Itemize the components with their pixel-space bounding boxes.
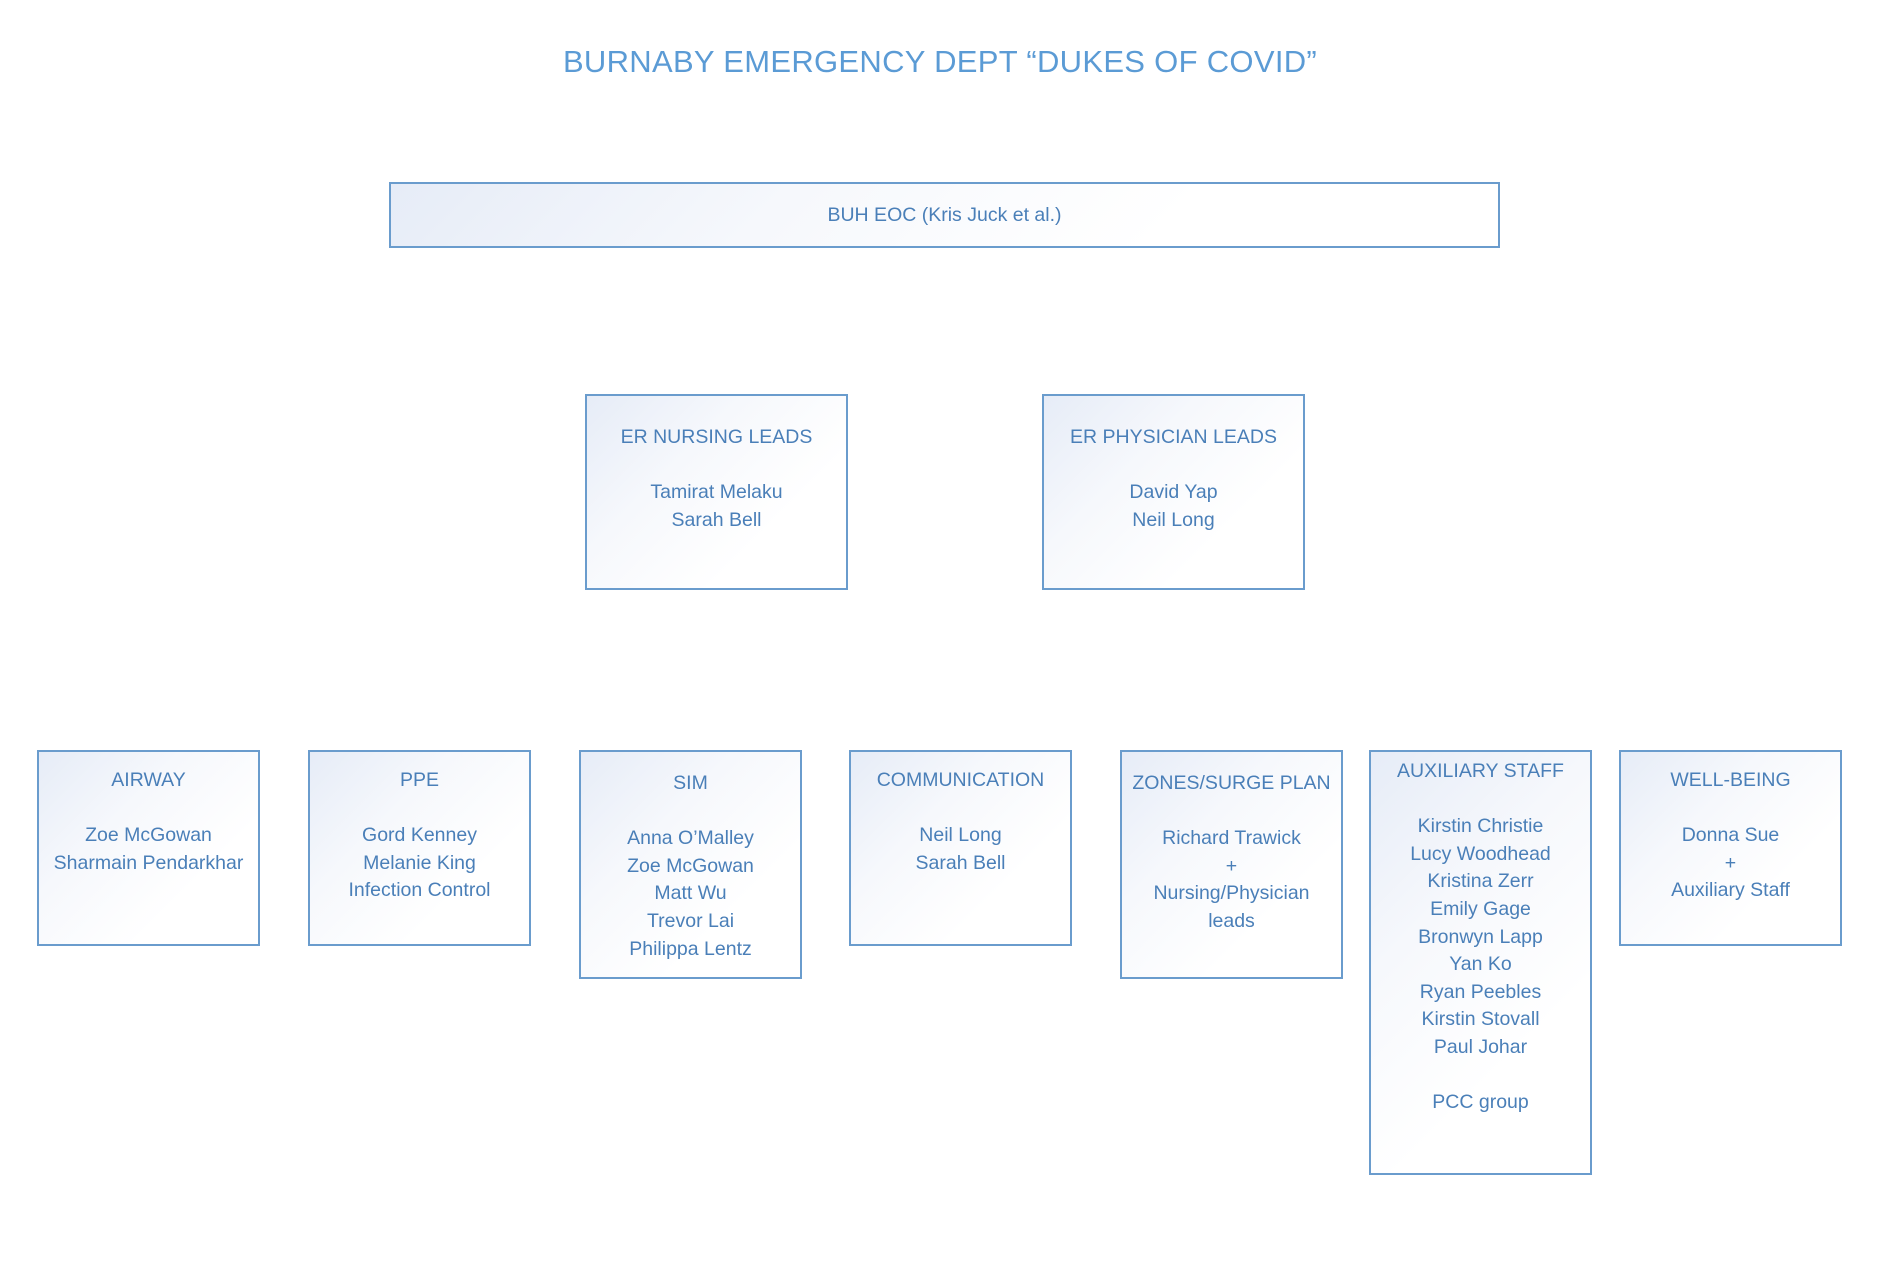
member-name: Neil Long bbox=[1132, 508, 1215, 531]
team-box[interactable]: ZONES/SURGE PLAN Richard Trawick + Nursing/… bbox=[1120, 750, 1343, 979]
team-box[interactable]: WELL-BEING Donna Sue + Auxiliary Staff bbox=[1619, 750, 1842, 946]
box-title: PPE bbox=[399, 769, 440, 791]
spacer bbox=[1122, 798, 1341, 826]
spacer bbox=[581, 798, 800, 826]
box-title: ZONES/SURGE PLAN bbox=[1132, 772, 1331, 794]
member-name: Kirstin Stovall bbox=[1421, 1008, 1540, 1031]
box-title: COMMUNICATION bbox=[876, 769, 1045, 791]
spacer bbox=[1044, 452, 1303, 480]
member-name: Paul Johar bbox=[1433, 1035, 1528, 1058]
box-title: AIRWAY bbox=[111, 769, 186, 791]
member-name: Yan Ko bbox=[1449, 953, 1512, 976]
member-name: Zoe McGowan bbox=[627, 854, 754, 877]
member-name: Kirstin Christie bbox=[1417, 815, 1544, 838]
member-name: David Yap bbox=[1129, 481, 1218, 504]
eoc-label: BUH EOC (Kris Juck et al.) bbox=[827, 204, 1062, 226]
member-name: leads bbox=[1208, 909, 1255, 932]
member-name: Bronwyn Lapp bbox=[1418, 925, 1543, 948]
member-name: Matt Wu bbox=[654, 882, 727, 905]
spacer bbox=[851, 795, 1070, 823]
member-name: Auxiliary Staff bbox=[1671, 879, 1790, 902]
member-name: Kristina Zerr bbox=[1427, 870, 1534, 893]
box-title: SIM bbox=[673, 772, 708, 794]
spacer bbox=[1371, 786, 1590, 814]
spacer bbox=[587, 452, 846, 480]
member-name: Emily Gage bbox=[1430, 897, 1531, 920]
spacer bbox=[310, 795, 529, 823]
member-name: Sarah Bell bbox=[915, 851, 1006, 874]
member-name: Gord Kenney bbox=[362, 824, 477, 847]
spacer bbox=[39, 795, 258, 823]
member-name: Donna Sue bbox=[1681, 824, 1780, 847]
member-name: Zoe McGowan bbox=[85, 824, 212, 847]
spacer bbox=[1621, 795, 1840, 823]
eoc-box[interactable]: BUH EOC (Kris Juck et al.) bbox=[389, 182, 1500, 248]
box-title: AUXILIARY STAFF bbox=[1397, 760, 1564, 782]
member-name: + bbox=[1225, 854, 1238, 877]
chart-title: BURNABY EMERGENCY DEPT “DUKES OF COVID” bbox=[562, 44, 1318, 79]
member-name: Melanie King bbox=[363, 851, 476, 874]
box-title: WELL-BEING bbox=[1670, 769, 1791, 791]
member-name: PCC group bbox=[1432, 1091, 1529, 1114]
member-name: Ryan Peebles bbox=[1419, 980, 1542, 1003]
member-name: + bbox=[1724, 851, 1737, 874]
member-name: Neil Long bbox=[919, 824, 1002, 847]
member-name: Richard Trawick bbox=[1162, 827, 1301, 850]
member-name: Philippa Lentz bbox=[629, 937, 752, 960]
member-name: Tamirat Melaku bbox=[650, 481, 783, 504]
box-title: ER PHYSICIAN LEADS bbox=[1070, 426, 1277, 448]
member-name bbox=[1371, 1062, 1590, 1090]
member-name: Anna O’Malley bbox=[627, 827, 754, 850]
member-name: Sharmain Pendarkhar bbox=[53, 851, 244, 874]
member-name: Infection Control bbox=[348, 879, 491, 902]
member-name: Trevor Lai bbox=[646, 909, 735, 932]
member-name: Nursing/Physician bbox=[1153, 882, 1310, 905]
member-name: Sarah Bell bbox=[671, 508, 762, 531]
box-title: ER NURSING LEADS bbox=[620, 426, 813, 448]
member-name: Lucy Woodhead bbox=[1410, 842, 1551, 865]
